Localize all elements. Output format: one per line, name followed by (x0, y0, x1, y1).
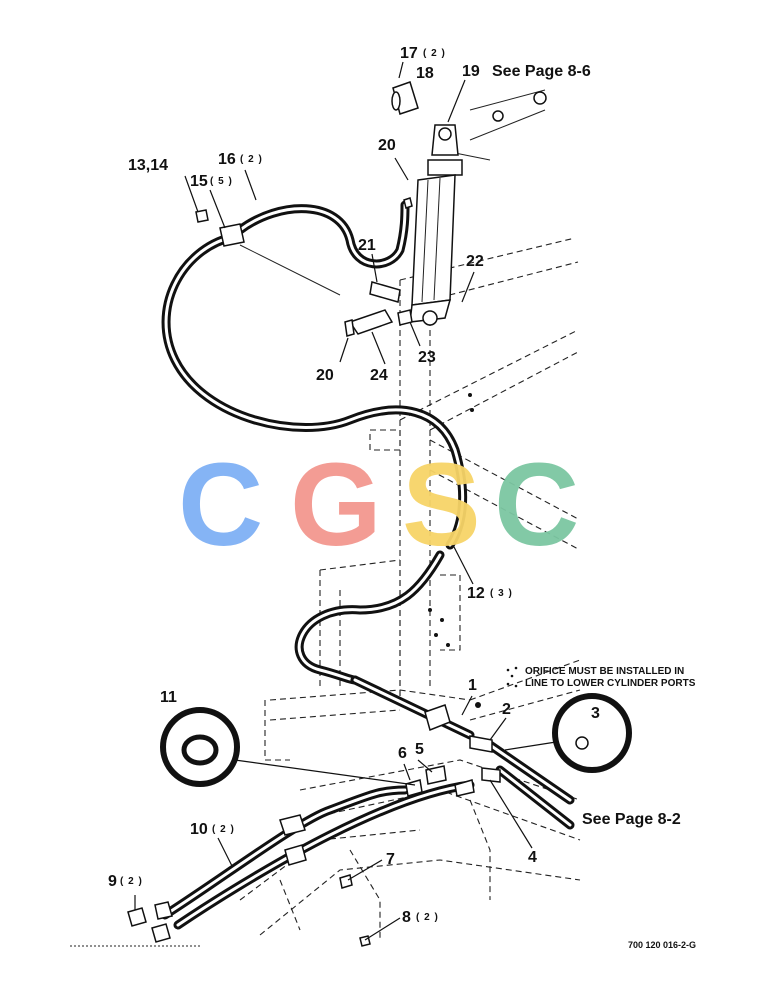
callout-12-qty: ( 3 ) (490, 588, 513, 599)
callout-17: 17 (400, 45, 418, 62)
callout-1: 1 (468, 677, 477, 694)
hose-10-b (173, 780, 475, 930)
callout-20-bottom: 20 (316, 367, 334, 384)
hose-16-upper (235, 200, 410, 269)
see-page-8-2-note: See Page 8-2 (582, 811, 681, 828)
callout-15: 15 (190, 173, 208, 190)
callout-13-14: 13,14 (128, 157, 168, 174)
orifice-note-line1: ORIFICE MUST BE INSTALLED IN (525, 666, 684, 677)
callout-19: 19 (462, 63, 480, 80)
watermark-letter-c1: C (178, 439, 263, 571)
callout-7: 7 (386, 851, 395, 868)
callout-9: 9 (108, 873, 117, 890)
callout-12: 12 (467, 585, 485, 602)
callout-3: 3 (591, 705, 600, 722)
callout-24: 24 (370, 367, 388, 384)
callout-16-qty: ( 2 ) (240, 154, 263, 165)
leader-lines (134, 61, 533, 941)
callout-20-top: 20 (378, 137, 396, 154)
callout-16: 16 (218, 151, 236, 168)
valve-fittings (127, 704, 501, 947)
callout-19-ref: See Page 8-6 (492, 63, 591, 80)
callout-11: 11 (160, 689, 177, 706)
callout-21: 21 (358, 237, 376, 254)
detail-orifice-3 (504, 693, 632, 773)
callout-23: 23 (418, 349, 436, 366)
hydraulic-cylinder (195, 81, 463, 337)
callout-5: 5 (415, 741, 424, 758)
callout-8-qty: ( 2 ) (416, 912, 439, 923)
watermark-logo: C G S C (178, 439, 579, 571)
diagram-notes: ORIFICE MUST BE INSTALLED IN LINE TO LOW… (525, 666, 696, 950)
watermark-letter-c2: C (494, 439, 579, 571)
watermark-letter-s: S (402, 439, 481, 571)
callout-6: 6 (398, 745, 407, 762)
callout-18: 18 (416, 65, 434, 82)
callout-9-qty: ( 2 ) (120, 876, 143, 887)
watermark-letter-g: G (290, 439, 382, 571)
note-dots (506, 666, 518, 688)
callout-10-qty: ( 2 ) (212, 824, 235, 835)
callout-15-qty: ( 5 ) (210, 176, 233, 187)
figure-code: 700 120 016-2-G (628, 940, 696, 950)
callout-22: 22 (466, 253, 484, 270)
callout-2: 2 (502, 701, 511, 718)
callout-labels: 17 ( 2 ) 18 19 See Page 8-6 20 13,14 15 … (108, 45, 600, 926)
orifice-note-line2: LINE TO LOWER CYLINDER PORTS (525, 678, 696, 689)
hoses (160, 200, 575, 930)
callout-10: 10 (190, 821, 208, 838)
detail-o-ring-11 (160, 707, 416, 787)
callout-17-qty: ( 2 ) (423, 48, 446, 59)
callout-8: 8 (402, 909, 411, 926)
callout-4: 4 (528, 849, 537, 866)
